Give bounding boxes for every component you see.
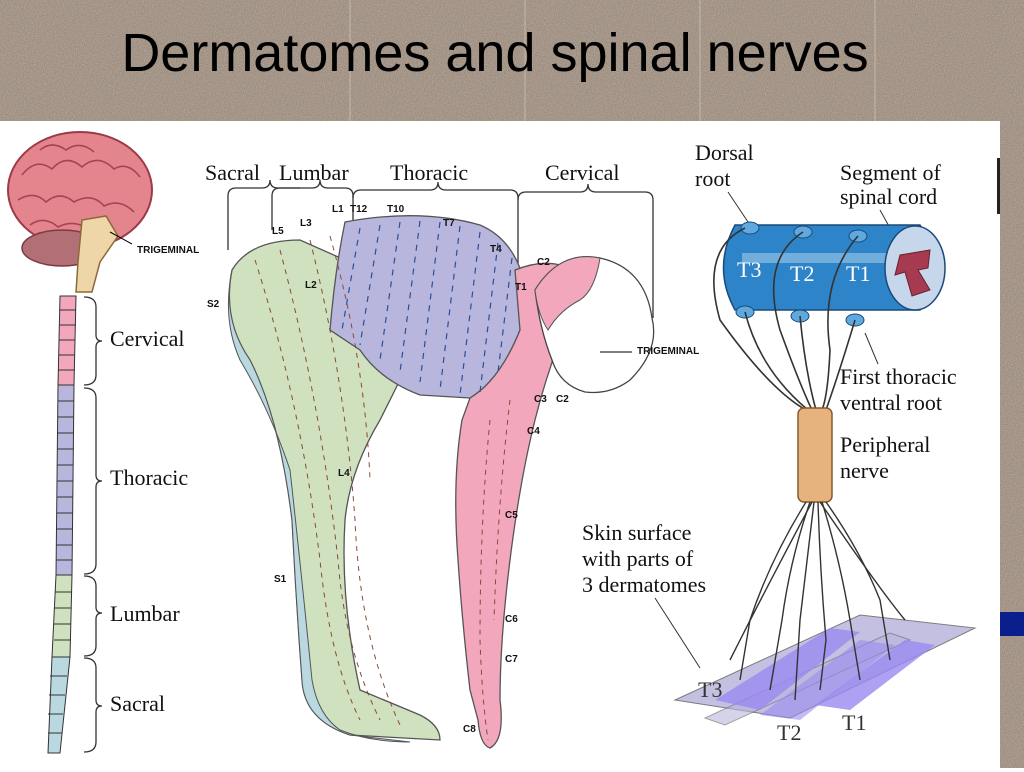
level-L2: L2 [305, 280, 317, 291]
level-T12: T12 [350, 204, 368, 215]
dermatome-strip-T1 [815, 640, 935, 710]
spinal-segment-illustration: Dorsal root Segment of spinal cord T3 T2… [582, 140, 977, 745]
skin-label-3: 3 dermatomes [582, 572, 706, 597]
skin-level-T2: T2 [777, 720, 801, 745]
slide-title: Dermatomes and spinal nerves [121, 23, 869, 83]
segment-level-T1: T1 [846, 261, 870, 286]
dorsal-root-label-1: Dorsal [695, 140, 754, 165]
level-C2-lower: C2 [556, 394, 569, 405]
level-S1: S1 [274, 574, 287, 585]
skin-level-T3: T3 [698, 677, 722, 702]
header-thoracic: Thoracic [390, 160, 468, 185]
peripheral-label-2: nerve [840, 458, 889, 483]
peripheral-label-1: Peripheral [840, 432, 930, 457]
segment-level-T2: T2 [790, 261, 814, 286]
level-C6: C6 [505, 614, 518, 625]
first-thoracic-label-2: ventral root [840, 390, 942, 415]
level-C5: C5 [505, 510, 518, 521]
dermatome-strip-T3 [715, 628, 860, 710]
dermatome-body-figure: Sacral Lumbar Thoracic Cervical TRI [205, 160, 699, 749]
trigeminal-label-face: TRIGEMINAL [637, 346, 699, 357]
spine-label-sacral: Sacral [110, 691, 165, 716]
diagram-panel: TRIGEMINAL [0, 121, 1000, 768]
dermatome-diagram: TRIGEMINAL [7, 131, 977, 754]
level-T4: T4 [490, 244, 502, 255]
level-C3: C3 [534, 394, 547, 405]
header-cervical: Cervical [545, 160, 620, 185]
level-S2: S2 [207, 299, 220, 310]
header-lumbar: Lumbar [279, 160, 349, 185]
level-C4: C4 [527, 426, 540, 437]
sacral-region [227, 269, 411, 743]
segment-label-1: Segment of [840, 160, 941, 185]
segment-level-T3: T3 [737, 257, 761, 282]
level-L3: L3 [300, 218, 312, 229]
dermatome-strip-T2 [760, 640, 895, 720]
brain-illustration [7, 131, 153, 249]
brainstem [75, 215, 119, 293]
peripheral-nerve-tube [797, 407, 833, 503]
level-L1: L1 [332, 204, 344, 215]
skin-label-1: Skin surface [582, 520, 691, 545]
level-L4: L4 [338, 468, 350, 479]
slide-edge-accent [1000, 612, 1024, 636]
header-sacral: Sacral [205, 160, 260, 185]
spine-label-cervical: Cervical [110, 326, 185, 351]
level-T1: T1 [515, 282, 527, 293]
level-T10: T10 [387, 204, 405, 215]
level-L5: L5 [272, 226, 284, 237]
slide-edge-mark [997, 158, 1000, 214]
first-thoracic-label-1: First thoracic [840, 364, 957, 389]
dorsal-root-label-2: root [695, 166, 730, 191]
spine-label-lumbar: Lumbar [110, 601, 180, 626]
level-C2-upper: C2 [537, 257, 550, 268]
segment-label-2: spinal cord [840, 184, 937, 209]
trigeminal-label-brain: TRIGEMINAL [137, 245, 199, 256]
level-T7: T7 [443, 218, 455, 229]
skin-label-2: with parts of [582, 546, 694, 571]
spine-label-thoracic: Thoracic [110, 465, 188, 490]
skin-level-T1: T1 [842, 710, 866, 735]
brain-and-spinal-cord: TRIGEMINAL [7, 131, 199, 754]
level-C7: C7 [505, 654, 518, 665]
level-C8: C8 [463, 724, 476, 735]
